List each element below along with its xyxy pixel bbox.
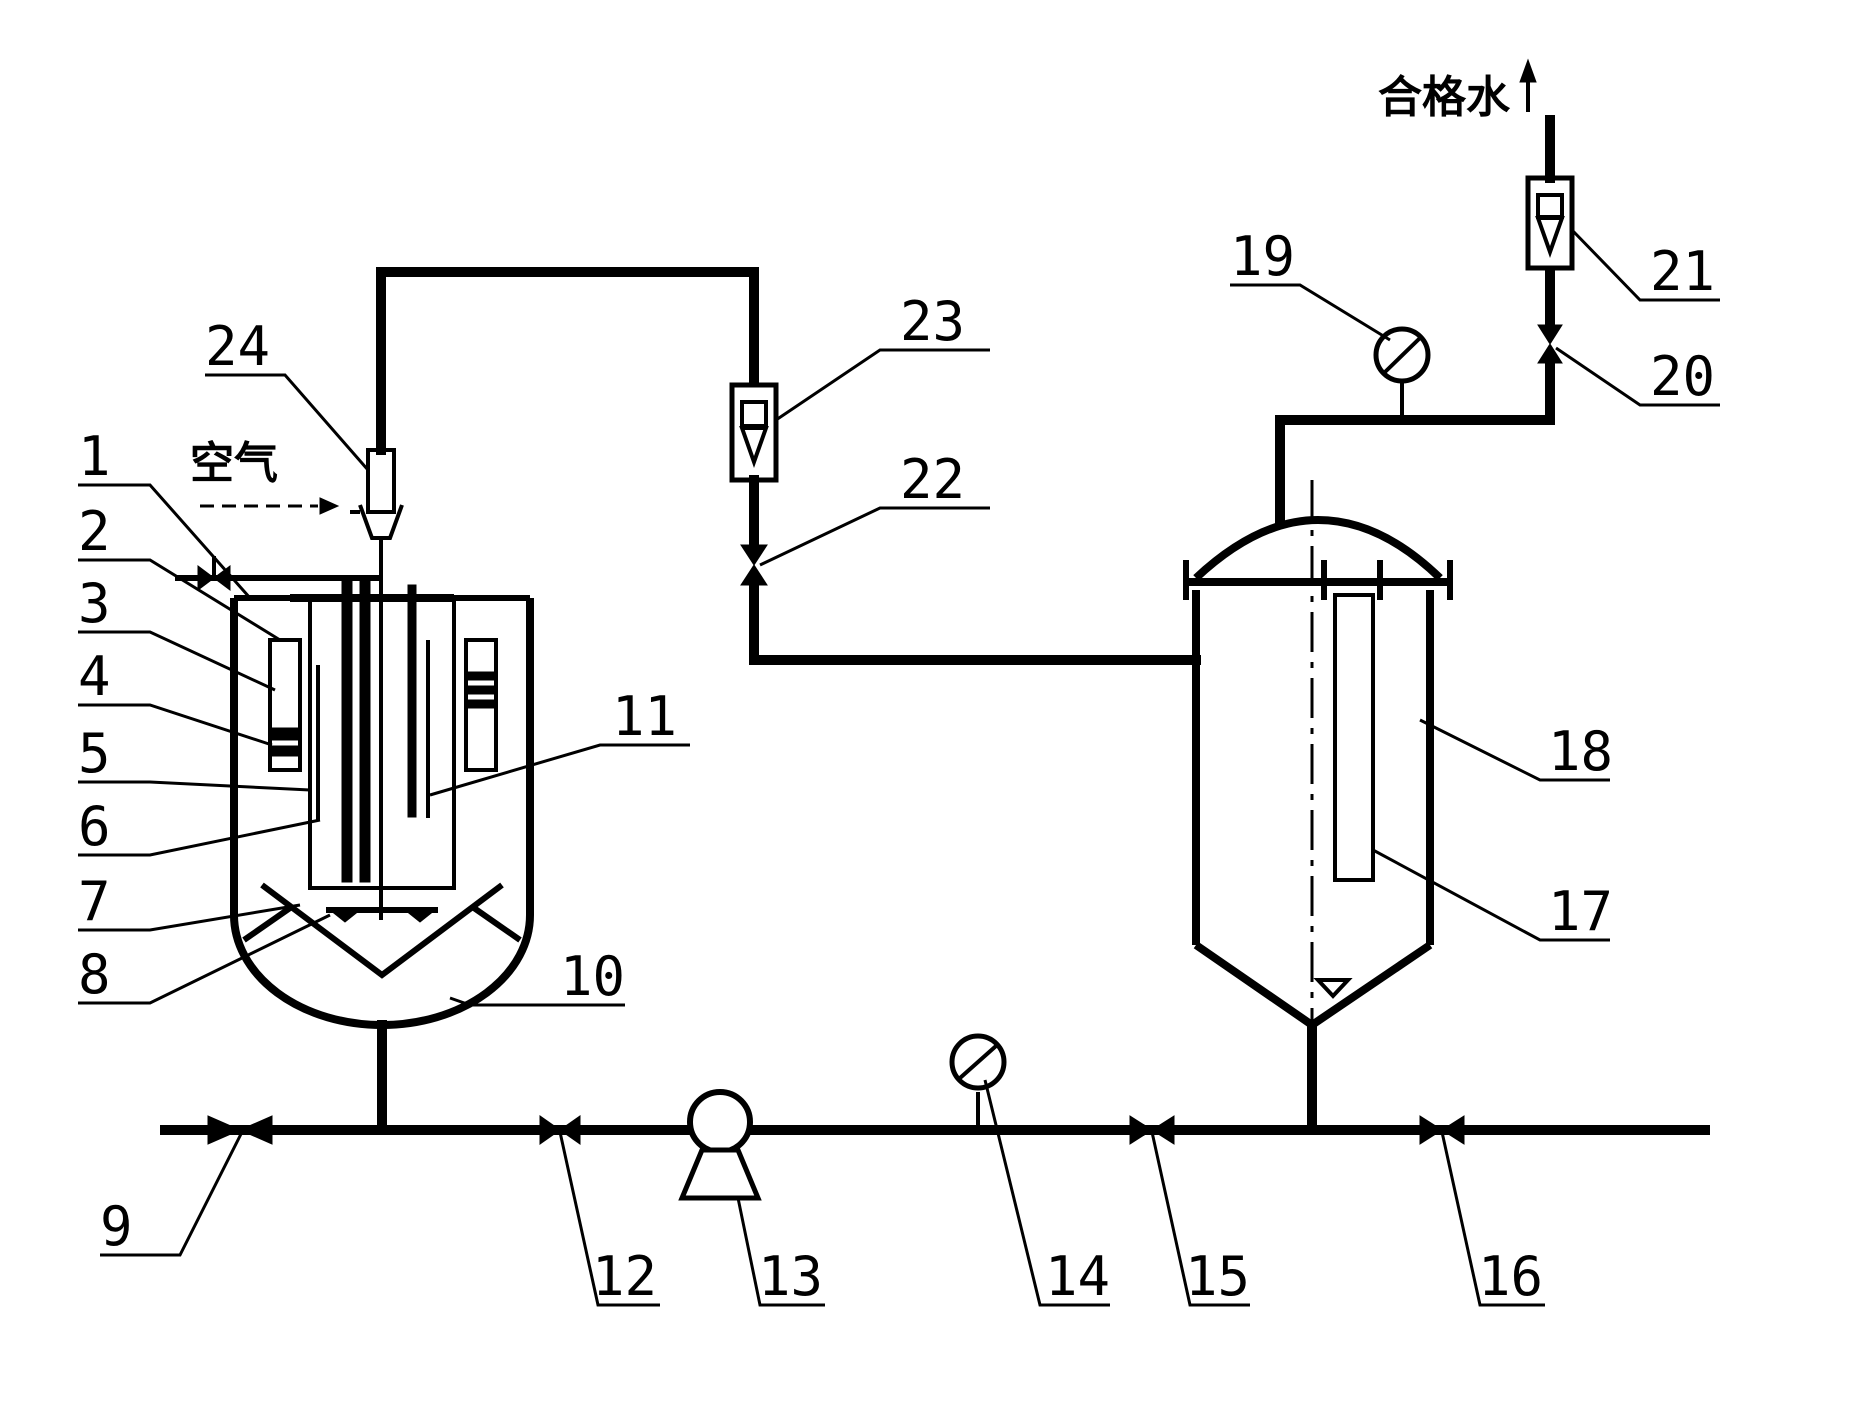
label-19: 19 [1230,225,1295,288]
valve-20 [1537,324,1563,364]
label-6: 6 [78,795,111,858]
flowmeter-21 [1525,175,1575,271]
label-13: 13 [758,1245,823,1308]
valve-9 [207,1115,273,1145]
pressure-gauge-19 [1373,326,1431,420]
label-12: 12 [592,1245,657,1308]
pressure-gauge-14 [949,1033,1007,1128]
left-reactor-vessel [175,448,534,1135]
label-8: 8 [78,943,111,1006]
label-4: 4 [78,645,111,708]
label-21: 21 [1650,240,1715,303]
valve-15 [1129,1115,1175,1145]
right-filter-vessel [1183,415,1453,1135]
label-22: 22 [900,448,965,511]
leader-lines [78,228,1720,1307]
clean-water-pipe [1275,360,1555,425]
label-18: 18 [1548,720,1613,783]
pump-13 [678,1089,762,1201]
label-2: 2 [78,500,111,563]
valve-12 [539,1115,581,1145]
label-5: 5 [78,722,111,785]
label-1: 1 [78,425,111,488]
qualified-water-label: 合格水 [1378,72,1511,123]
label-14: 14 [1045,1245,1110,1308]
label-17: 17 [1548,880,1613,943]
label-24: 24 [205,315,270,378]
label-3: 3 [78,572,111,635]
recycle-pipe [376,267,759,455]
label-20: 20 [1650,345,1715,408]
label-7: 7 [78,870,111,933]
label-23: 23 [900,290,965,353]
label-15: 15 [1185,1245,1250,1308]
air-label: 空气 [190,438,278,489]
flowmeter-23 [729,382,779,483]
label-10: 10 [560,945,625,1008]
qualified-water-arrow [1519,58,1537,112]
label-9: 9 [100,1195,133,1258]
valve-16 [1419,1115,1465,1145]
label-11: 11 [612,685,677,748]
label-16: 16 [1478,1245,1543,1308]
part-labels: 1 2 3 4 5 6 7 8 9 10 11 12 13 14 15 16 1… [78,225,1715,1308]
air-inlet-arrow [200,497,340,515]
